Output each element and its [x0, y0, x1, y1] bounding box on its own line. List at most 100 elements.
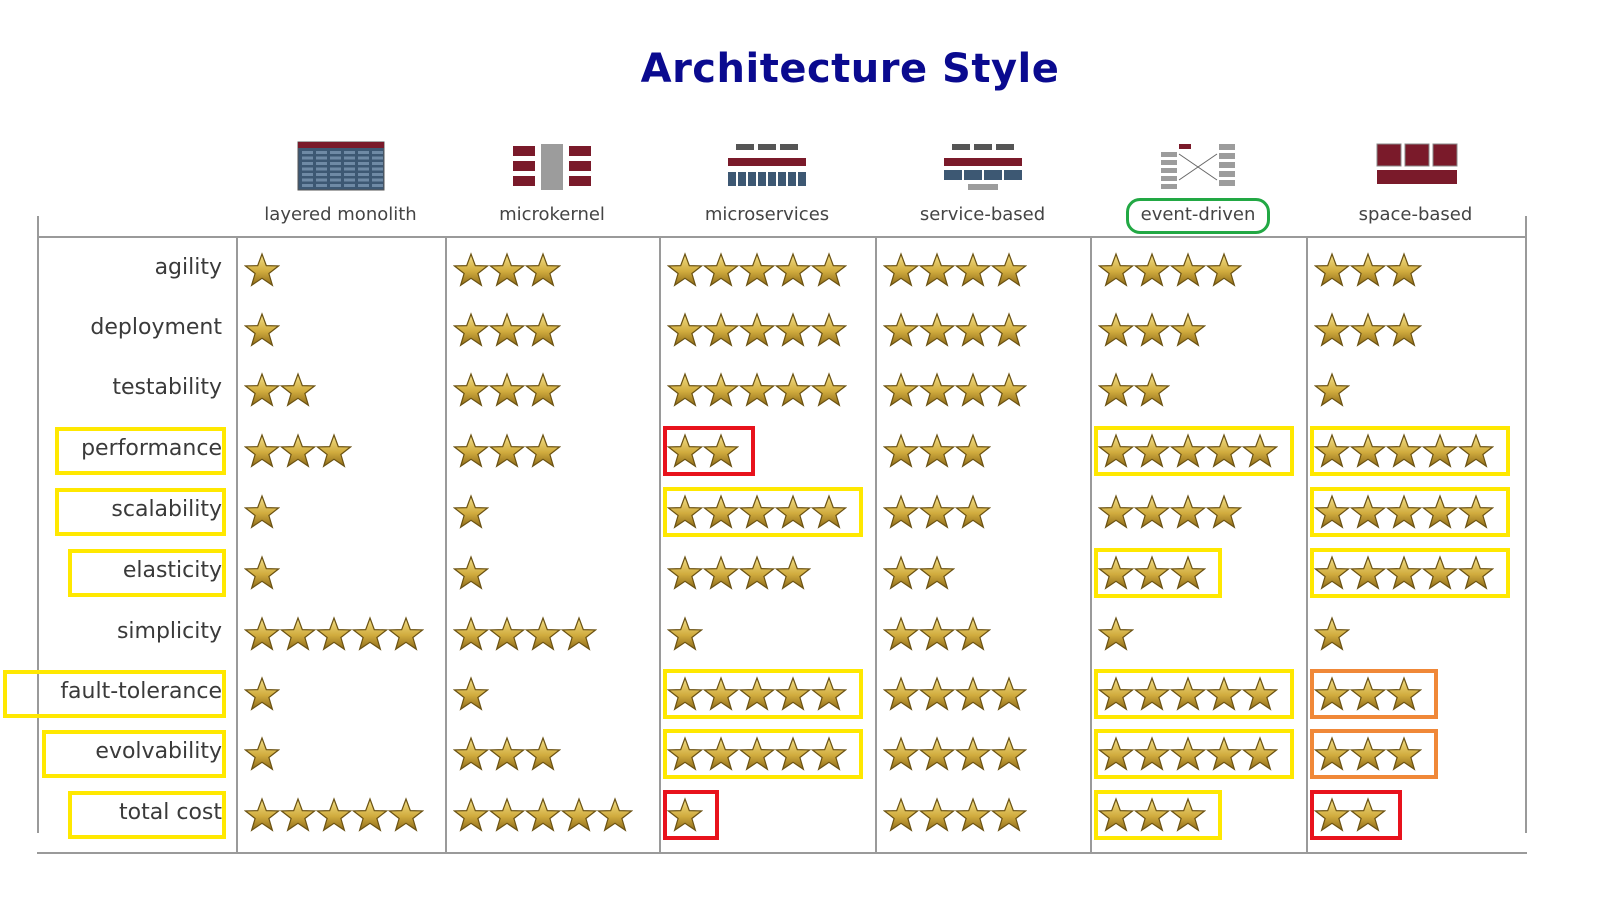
- highlight-box-yellow: [3, 670, 226, 718]
- column-name: service-based: [919, 204, 1046, 225]
- star-rating: [882, 674, 1028, 714]
- column-name: space-based: [1358, 204, 1473, 225]
- star-icon: [315, 797, 353, 833]
- highlight-box-orange: [1310, 669, 1438, 719]
- star-icon: [882, 372, 920, 408]
- star-icon: [990, 312, 1028, 348]
- highlight-box-yellow: [663, 487, 863, 537]
- star-icon: [918, 797, 956, 833]
- highlight-box-orange: [1310, 729, 1438, 779]
- star-icon: [1097, 797, 1135, 833]
- column-name: microservices: [704, 204, 830, 225]
- star-rating: [1097, 795, 1207, 835]
- star-icon: [452, 736, 490, 772]
- star-icon: [918, 555, 956, 591]
- star-rating: [243, 250, 281, 290]
- highlight-box-yellow: [1094, 729, 1294, 779]
- star-icon: [774, 372, 812, 408]
- row-label-total-cost: total cost: [119, 800, 222, 825]
- star-rating: [1313, 674, 1423, 714]
- star-icon: [954, 494, 992, 530]
- grid-line-vertical: [1525, 216, 1527, 833]
- row-label-evolvability: evolvability: [95, 739, 222, 764]
- highlight-box-yellow: [663, 729, 863, 779]
- star-icon: [666, 312, 704, 348]
- star-icon: [738, 252, 776, 288]
- highlight-box-yellow: [1310, 487, 1510, 537]
- grid-line-footer: [37, 852, 1527, 854]
- star-icon: [1313, 555, 1351, 591]
- star-icon: [918, 736, 956, 772]
- star-icon: [738, 494, 776, 530]
- star-icon: [1349, 312, 1387, 348]
- star-icon: [1313, 312, 1351, 348]
- star-icon: [524, 616, 562, 652]
- star-icon: [1349, 676, 1387, 712]
- column-header-space-based: space-based: [1316, 140, 1516, 235]
- row-label-testability: testability: [112, 375, 222, 400]
- star-icon: [918, 312, 956, 348]
- star-icon: [1241, 676, 1279, 712]
- star-icon: [1385, 676, 1423, 712]
- star-icon: [1457, 433, 1495, 469]
- row-label-scalability: scalability: [111, 497, 222, 522]
- star-rating: [1313, 553, 1495, 593]
- star-icon: [1097, 494, 1135, 530]
- star-icon: [774, 252, 812, 288]
- star-icon: [1385, 312, 1423, 348]
- highlight-box-yellow: [55, 427, 226, 475]
- star-icon: [810, 676, 848, 712]
- highlight-box-yellow: [1310, 426, 1510, 476]
- grid-line-vertical: [445, 236, 447, 852]
- grid-line-header: [37, 236, 1527, 238]
- star-icon: [243, 494, 281, 530]
- star-icon: [918, 676, 956, 712]
- star-rating: [243, 370, 317, 410]
- star-icon: [702, 252, 740, 288]
- row-label-agility: agility: [154, 255, 222, 280]
- star-rating: [882, 614, 992, 654]
- star-icon: [488, 252, 526, 288]
- star-icon: [452, 555, 490, 591]
- star-icon: [774, 736, 812, 772]
- row-label-elasticity: elasticity: [122, 558, 222, 583]
- star-icon: [1133, 372, 1171, 408]
- star-rating: [882, 492, 992, 532]
- star-icon: [1097, 555, 1135, 591]
- star-icon: [524, 372, 562, 408]
- star-icon: [1421, 494, 1459, 530]
- highlight-box-yellow: [42, 730, 226, 778]
- star-icon: [774, 555, 812, 591]
- star-icon: [488, 797, 526, 833]
- star-icon: [1169, 312, 1207, 348]
- star-icon: [954, 616, 992, 652]
- star-icon: [315, 616, 353, 652]
- star-icon: [738, 676, 776, 712]
- star-icon: [1169, 433, 1207, 469]
- star-icon: [1097, 252, 1135, 288]
- star-icon: [488, 433, 526, 469]
- star-icon: [882, 616, 920, 652]
- star-rating: [243, 492, 281, 532]
- star-rating: [243, 674, 281, 714]
- star-rating: [243, 553, 281, 593]
- grid-line-vertical: [1306, 236, 1308, 852]
- star-icon: [990, 252, 1028, 288]
- star-icon: [1133, 676, 1171, 712]
- star-icon: [315, 433, 353, 469]
- star-rating: [243, 310, 281, 350]
- layered-monolith-diagram-icon: [296, 140, 386, 196]
- star-icon: [524, 797, 562, 833]
- highlight-box-yellow: [55, 488, 226, 536]
- star-icon: [954, 676, 992, 712]
- star-rating: [882, 431, 992, 471]
- star-icon: [1349, 736, 1387, 772]
- star-icon: [666, 372, 704, 408]
- star-rating: [1097, 310, 1207, 350]
- star-icon: [524, 312, 562, 348]
- star-icon: [774, 676, 812, 712]
- star-icon: [1457, 494, 1495, 530]
- star-icon: [243, 433, 281, 469]
- star-icon: [918, 252, 956, 288]
- highlight-circle-green: [1126, 198, 1270, 234]
